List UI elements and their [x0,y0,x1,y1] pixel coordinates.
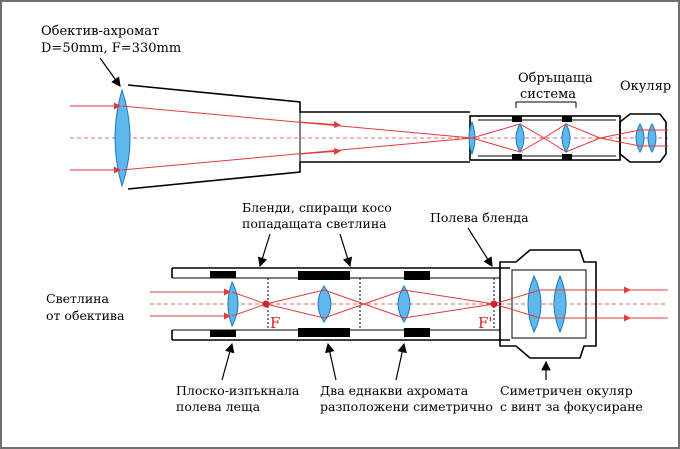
baffles-label-line1: Бленди, спиращи косо [242,200,392,215]
field-lens-label-line2: полева леща [176,399,261,414]
bottom-relay-detail: F F' Бленди, спиращи косо попадащата све… [46,200,668,414]
top-light-rays [70,102,668,174]
objective-pointer [99,57,121,87]
relay-lens-2 [561,122,571,154]
achromats-label-line1: Два еднакви ахромата [320,383,469,398]
baffle-upper-1 [210,271,236,278]
field-lens-label-line1: Плоско-изпъкнала [176,383,300,398]
focus-point-2 [490,300,498,308]
light-label-line1: Светлина [46,291,110,306]
field-lens [227,280,239,328]
relay-label-line2: система [520,87,576,102]
baffle-lower-2 [298,328,350,337]
main-tube-upper [127,84,470,113]
eyepiece-lens-1 [527,274,542,334]
baffle-upper-3 [404,271,430,280]
objective-lens [114,88,131,188]
top-eyepiece-lens-1 [635,122,645,154]
relay-lens-1 [515,122,525,154]
field-stop-label: Полева бленда [430,210,529,225]
focus-label-2: F' [478,314,493,332]
top-telescope: Обектив-ахромат D=50mm, F=330mm Обръщаща… [41,24,671,190]
achromat-2 [397,285,411,323]
relay-stop-upper-1 [512,116,522,122]
top-eyepiece-housing [619,113,667,163]
baffle-lower-1 [210,330,236,337]
focus-label-1: F [270,314,280,332]
focus-point-1 [262,300,270,308]
achromat-1 [317,285,332,323]
relay-stop-lower-1 [512,154,522,160]
relay-stop-upper-2 [562,116,572,122]
baffle-lower-3 [404,328,430,337]
relay-stop-lower-2 [562,154,572,160]
main-tube-lower [127,161,470,190]
objective-label-line2: D=50mm, F=330mm [41,41,181,56]
light-label-line2: от обектива [46,308,125,323]
baffle-upper-2 [298,271,350,280]
eyepiece-label-line1: Симетричен окуляр [500,383,633,398]
bottom-light-rays [150,286,668,322]
eyepiece-lens-2 [553,274,567,334]
baffles-label-line2: попадащата светлина [242,216,387,231]
top-eyepiece-lens-2 [647,122,657,154]
relay-label-line1: Обръщаща [518,71,593,86]
bottom-eyepiece-housing [499,249,597,359]
objective-label-line1: Обектив-ахромат [41,24,159,39]
eyepiece-label-line2: с винт за фокусиране [500,399,643,414]
top-eyepiece-label: Окуляр [620,79,671,94]
achromats-label-line2: разположени симетрично [320,399,493,414]
